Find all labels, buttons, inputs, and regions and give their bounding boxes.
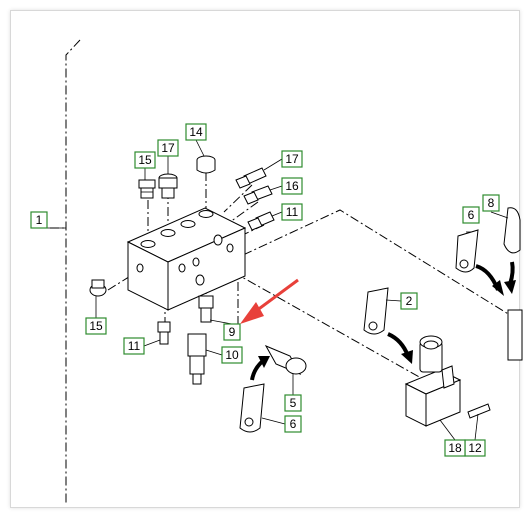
assembly-arrows <box>250 261 516 381</box>
callout-8: 8 <box>482 194 500 212</box>
svg-text:11: 11 <box>128 339 141 353</box>
callout-10: 10 <box>221 346 243 364</box>
svg-text:6: 6 <box>290 417 297 431</box>
fitting-17-top <box>158 173 178 199</box>
leader-lines <box>47 139 509 441</box>
callout-1: 1 <box>30 211 48 229</box>
tag-6-bottom <box>239 383 265 433</box>
svg-text:8: 8 <box>488 196 495 210</box>
fitting-15-left <box>89 279 107 297</box>
diagram-frame <box>10 10 520 508</box>
callout-6-bottom: 6 <box>284 415 302 433</box>
svg-text:11: 11 <box>286 205 299 219</box>
callout-6-right: 6 <box>462 206 480 224</box>
fitting-11-right <box>247 211 275 231</box>
callout-16: 16 <box>281 177 303 195</box>
svg-text:12: 12 <box>468 441 482 455</box>
plug-5 <box>264 344 307 376</box>
svg-text:5: 5 <box>290 396 297 410</box>
valve-10 <box>187 333 207 385</box>
solenoid-valve-18 <box>404 335 462 427</box>
fitting-11-bottom <box>157 321 171 345</box>
callout-11-right: 11 <box>281 203 303 221</box>
callout-17-right: 17 <box>281 150 303 168</box>
assembly-boundary <box>65 39 81 505</box>
svg-text:1: 1 <box>36 213 43 227</box>
svg-text:15: 15 <box>138 153 152 167</box>
valve-manifold-block <box>126 207 247 311</box>
callout-11-bottom: 11 <box>123 337 145 355</box>
svg-text:17: 17 <box>285 152 299 166</box>
svg-text:14: 14 <box>189 125 203 139</box>
tag-6-right <box>455 229 479 273</box>
callout-18: 18 <box>444 439 466 457</box>
svg-text:2: 2 <box>406 294 413 308</box>
cartridge-valve-9 <box>198 295 214 323</box>
callout-14: 14 <box>185 123 207 141</box>
callout-15-top: 15 <box>134 151 156 169</box>
screw-12 <box>467 403 491 419</box>
highlight-arrow <box>240 278 299 324</box>
svg-text:17: 17 <box>161 141 175 155</box>
callout-9: 9 <box>223 323 241 341</box>
fitting-16-right <box>243 185 273 205</box>
svg-text:6: 6 <box>468 208 475 222</box>
fitting-15-top <box>138 179 156 199</box>
svg-text:10: 10 <box>225 348 239 362</box>
callout-15-left: 15 <box>85 317 107 335</box>
component-8-partial <box>503 207 523 361</box>
svg-text:15: 15 <box>89 319 103 333</box>
svg-text:9: 9 <box>229 325 236 339</box>
svg-text:16: 16 <box>285 179 299 193</box>
fitting-17-right <box>235 167 267 189</box>
callout-2: 2 <box>400 292 418 310</box>
svg-text:18: 18 <box>448 441 462 455</box>
tag-2 <box>363 287 389 335</box>
plug-14 <box>196 155 216 174</box>
callout-5: 5 <box>284 394 302 412</box>
callout-12: 12 <box>464 439 486 457</box>
callout-17-top: 17 <box>157 139 179 157</box>
